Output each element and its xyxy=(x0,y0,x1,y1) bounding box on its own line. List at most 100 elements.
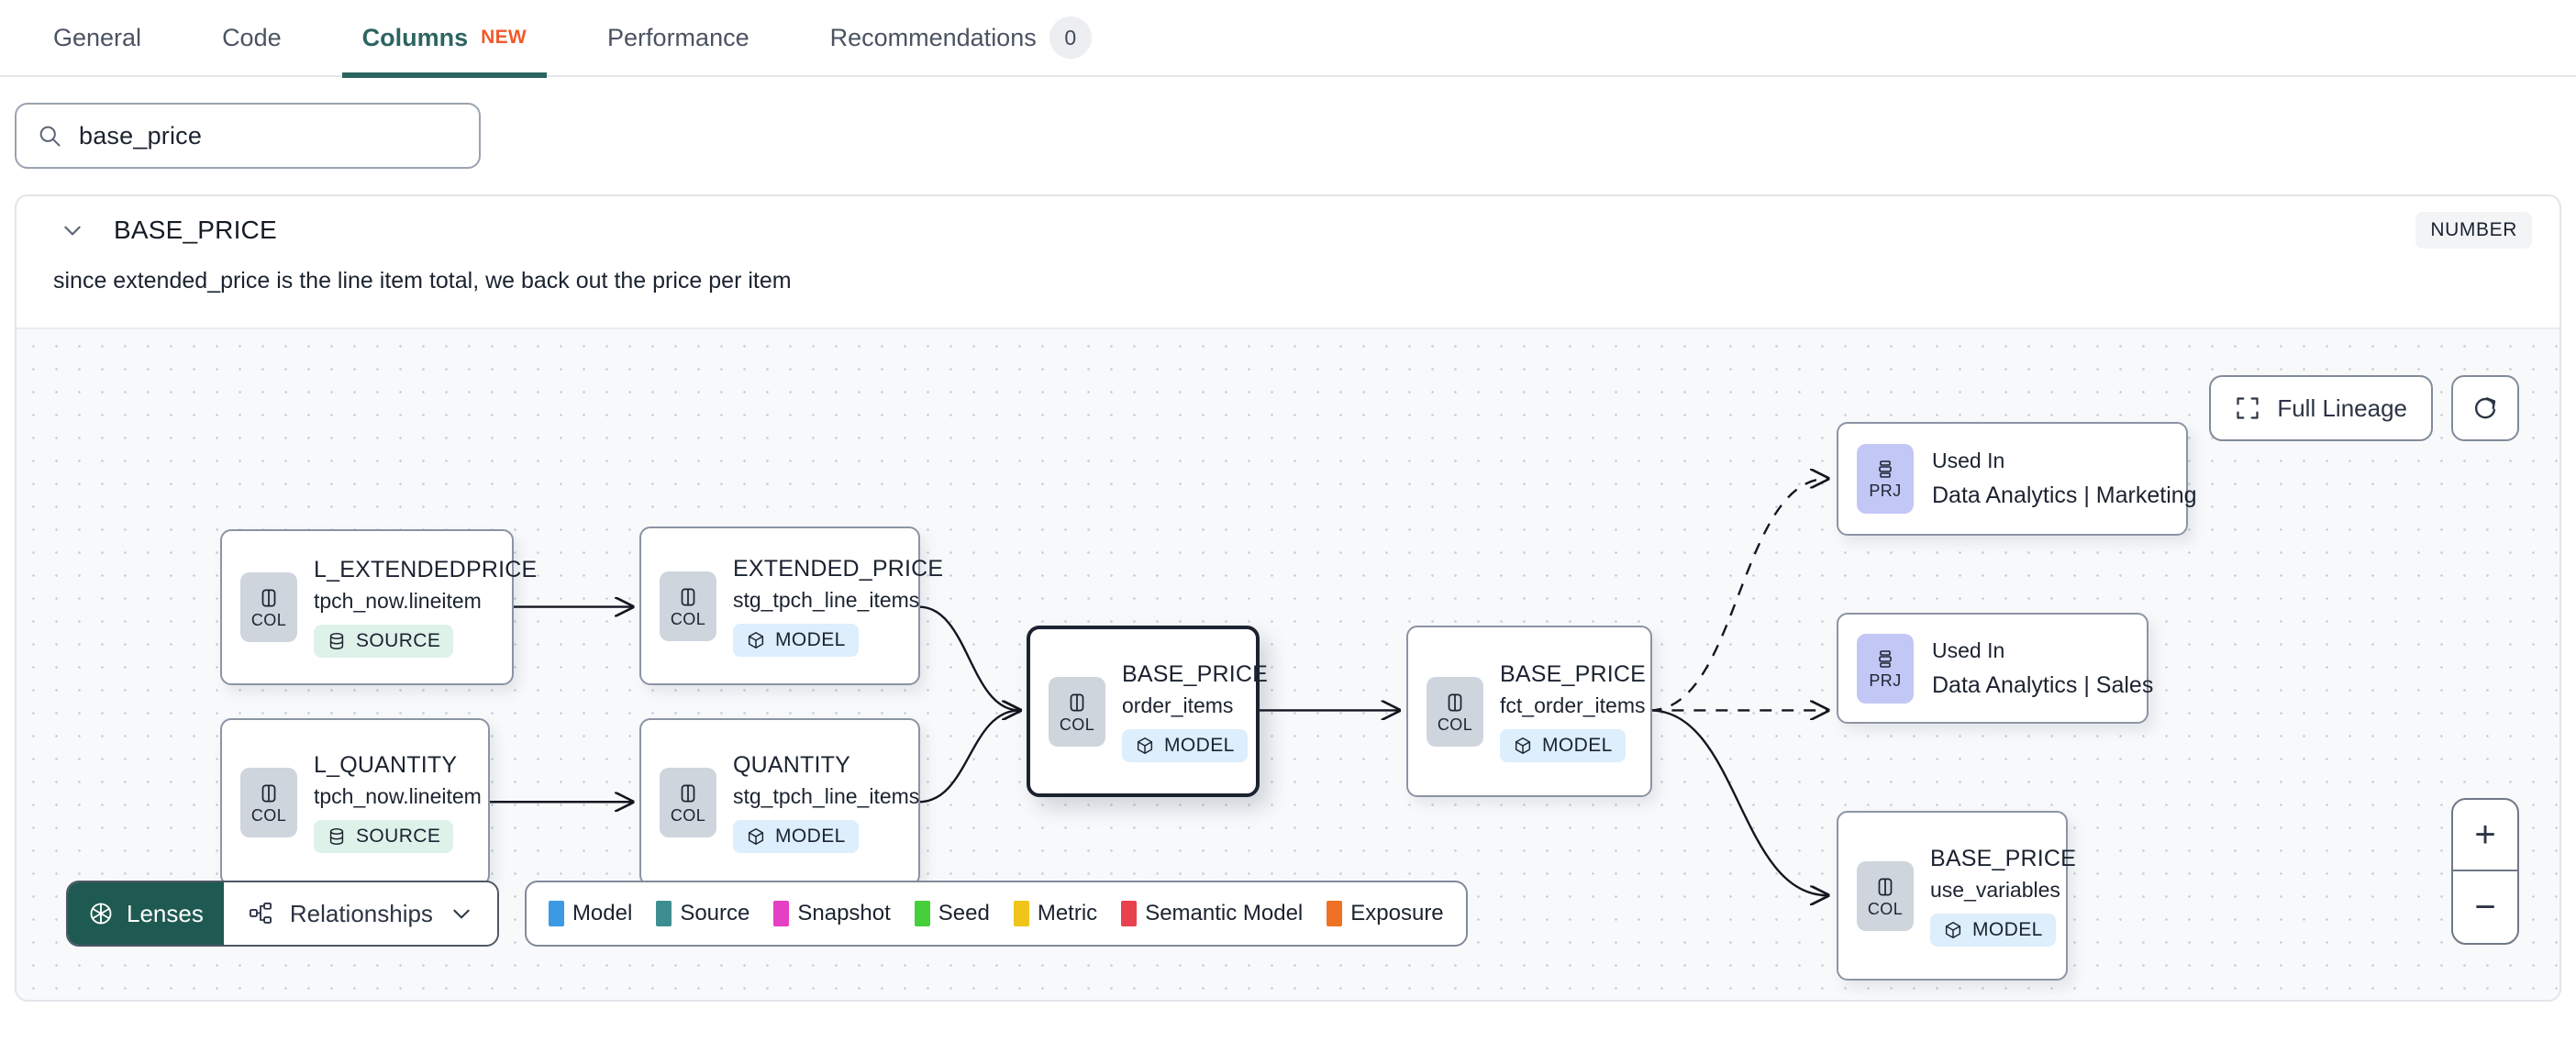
node-pill-label: SOURCE xyxy=(356,825,441,847)
project-icon xyxy=(1874,459,1896,481)
tab-label: General xyxy=(53,23,142,51)
relationships-dropdown[interactable]: Relationships xyxy=(223,882,497,945)
search-value: base_price xyxy=(79,121,203,150)
prj-badge-label: PRJ xyxy=(1869,482,1902,500)
lineage-node-project-sales[interactable]: PRJ Used In Data Analytics | Sales xyxy=(1837,613,2153,724)
col-badge-label: COL xyxy=(670,609,706,628)
database-icon xyxy=(327,826,347,847)
column-icon xyxy=(676,781,700,805)
cube-icon xyxy=(1135,736,1155,756)
node-pill-label: SOURCE xyxy=(356,630,441,651)
legend-label: Metric xyxy=(1037,901,1098,926)
col-badge: COL xyxy=(660,571,716,641)
tab-columns[interactable]: Columns NEW xyxy=(341,0,548,78)
search-icon xyxy=(37,123,62,149)
aperture-icon xyxy=(88,901,114,926)
lineage-edges xyxy=(489,329,2559,1000)
column-icon xyxy=(1065,691,1089,715)
lineage-node-project-marketing[interactable]: PRJ Used In Data Analytics | Marketing xyxy=(1837,422,2197,536)
column-icon xyxy=(1873,875,1897,899)
refresh-icon xyxy=(2471,394,2499,422)
tab-label: Recommendations xyxy=(829,23,1037,51)
lineage-node-base-price-fct-order-items[interactable]: COL BASE_PRICE fct_order_items MODEL xyxy=(1406,626,1652,797)
col-badge: COL xyxy=(1049,676,1105,747)
lineage-node-l-quantity[interactable]: COL L_QUANTITY tpch_now.lineitem SOURCE xyxy=(220,718,490,886)
node-title: L_EXTENDEDPRICE xyxy=(314,557,538,582)
legend-item-semantic-model: Semantic Model xyxy=(1121,901,1303,926)
node-type-pill: MODEL xyxy=(733,819,859,853)
legend-item-model: Model xyxy=(548,901,633,926)
node-body: BASE_PRICE fct_order_items MODEL xyxy=(1483,661,1666,762)
cube-icon xyxy=(746,826,766,847)
legend-item-exposure: Exposure xyxy=(1327,901,1444,926)
node-title: BASE_PRICE xyxy=(1930,845,2077,871)
node-pill-label: MODEL xyxy=(1542,734,1613,756)
legend-swatch xyxy=(1013,901,1029,926)
search-input[interactable]: base_price xyxy=(15,103,481,169)
tab-performance[interactable]: Performance xyxy=(607,0,749,76)
tab-label: Columns xyxy=(361,23,469,51)
node-title: EXTENDED_PRICE xyxy=(733,555,944,582)
col-badge: COL xyxy=(240,767,297,837)
lineage-node-quantity[interactable]: COL QUANTITY stg_tpch_line_items MODEL xyxy=(639,718,920,886)
node-pill-label: MODEL xyxy=(1972,918,2043,940)
node-subtitle: order_items xyxy=(1122,693,1234,717)
col-badge: COL xyxy=(1427,676,1483,747)
legend-item-metric: Metric xyxy=(1013,901,1098,926)
node-project-name: Data Analytics | Sales xyxy=(1932,671,2154,698)
lineage-node-extended-price[interactable]: COL EXTENDED_PRICE stg_tpch_line_items M… xyxy=(639,526,943,685)
cube-icon xyxy=(1943,920,1963,940)
tab-recommendations[interactable]: Recommendations 0 xyxy=(830,0,1092,76)
full-lineage-button[interactable]: Full Lineage xyxy=(2209,375,2433,441)
node-title: BASE_PRICE xyxy=(1122,660,1269,687)
col-badge: COL xyxy=(1857,860,1914,931)
lineage-node-base-price-order-items[interactable]: COL BASE_PRICE order_items MODEL xyxy=(1027,626,1268,797)
column-icon xyxy=(257,586,281,610)
column-detail-card: BASE_PRICE NUMBER since extended_price i… xyxy=(15,194,2561,1002)
chevron-down-icon[interactable] xyxy=(61,218,84,242)
legend-label: Snapshot xyxy=(797,901,891,926)
recommendations-count-badge: 0 xyxy=(1049,17,1092,59)
lineage-node-base-price-use-variables[interactable]: COL BASE_PRICE use_variables MODEL xyxy=(1837,811,2076,981)
legend-swatch xyxy=(548,901,564,926)
col-badge: COL xyxy=(240,572,297,642)
zoom-controls: + − xyxy=(2451,798,2519,945)
column-type-badge: NUMBER xyxy=(2415,212,2532,249)
graph-legend: Model Source Snapshot Seed Metric xyxy=(524,881,1468,947)
lineage-graph-canvas[interactable]: COL L_EXTENDEDPRICE tpch_now.lineitem SO… xyxy=(17,327,2559,1000)
zoom-in-button[interactable]: + xyxy=(2453,800,2517,871)
node-type-pill: MODEL xyxy=(1930,913,2056,947)
prj-badge: PRJ xyxy=(1857,633,1914,704)
tab-general[interactable]: General xyxy=(53,0,141,76)
lenses-button[interactable]: Lenses xyxy=(68,882,224,945)
project-icon xyxy=(1874,648,1896,671)
tab-code[interactable]: Code xyxy=(222,0,282,76)
legend-label: Seed xyxy=(938,901,990,926)
legend-label: Exposure xyxy=(1350,901,1444,926)
prj-badge-label: PRJ xyxy=(1869,671,1902,690)
col-badge-label: COL xyxy=(1059,715,1095,734)
node-type-pill: MODEL xyxy=(733,623,859,657)
node-subtitle: stg_tpch_line_items xyxy=(733,587,920,612)
node-pill-label: MODEL xyxy=(775,628,846,650)
node-title: QUANTITY xyxy=(733,751,850,778)
zoom-out-button[interactable]: − xyxy=(2474,886,2496,927)
legend-label: Model xyxy=(572,901,633,926)
tab-new-badge: NEW xyxy=(481,27,527,48)
legend-swatch xyxy=(656,901,672,926)
node-subtitle: stg_tpch_line_items xyxy=(733,783,920,808)
legend-swatch xyxy=(914,901,930,926)
col-badge-label: COL xyxy=(250,805,287,825)
database-icon xyxy=(327,631,347,651)
column-icon xyxy=(676,585,700,609)
refresh-button[interactable] xyxy=(2451,375,2519,441)
node-used-in-label: Used In xyxy=(1932,449,2005,472)
column-header: BASE_PRICE NUMBER xyxy=(17,196,2559,264)
node-body: Used In Data Analytics | Sales xyxy=(1914,638,2153,699)
node-body: L_EXTENDEDPRICE tpch_now.lineitem SOURCE xyxy=(297,557,557,658)
graph-bottom-toolbar: Lenses Relationships xyxy=(66,881,1468,947)
page-title: BASE_PRICE xyxy=(114,216,277,244)
column-icon xyxy=(1443,691,1467,715)
legend-label: Semantic Model xyxy=(1145,901,1304,926)
lineage-node-l-extendedprice[interactable]: COL L_EXTENDEDPRICE tpch_now.lineitem SO… xyxy=(220,529,537,685)
